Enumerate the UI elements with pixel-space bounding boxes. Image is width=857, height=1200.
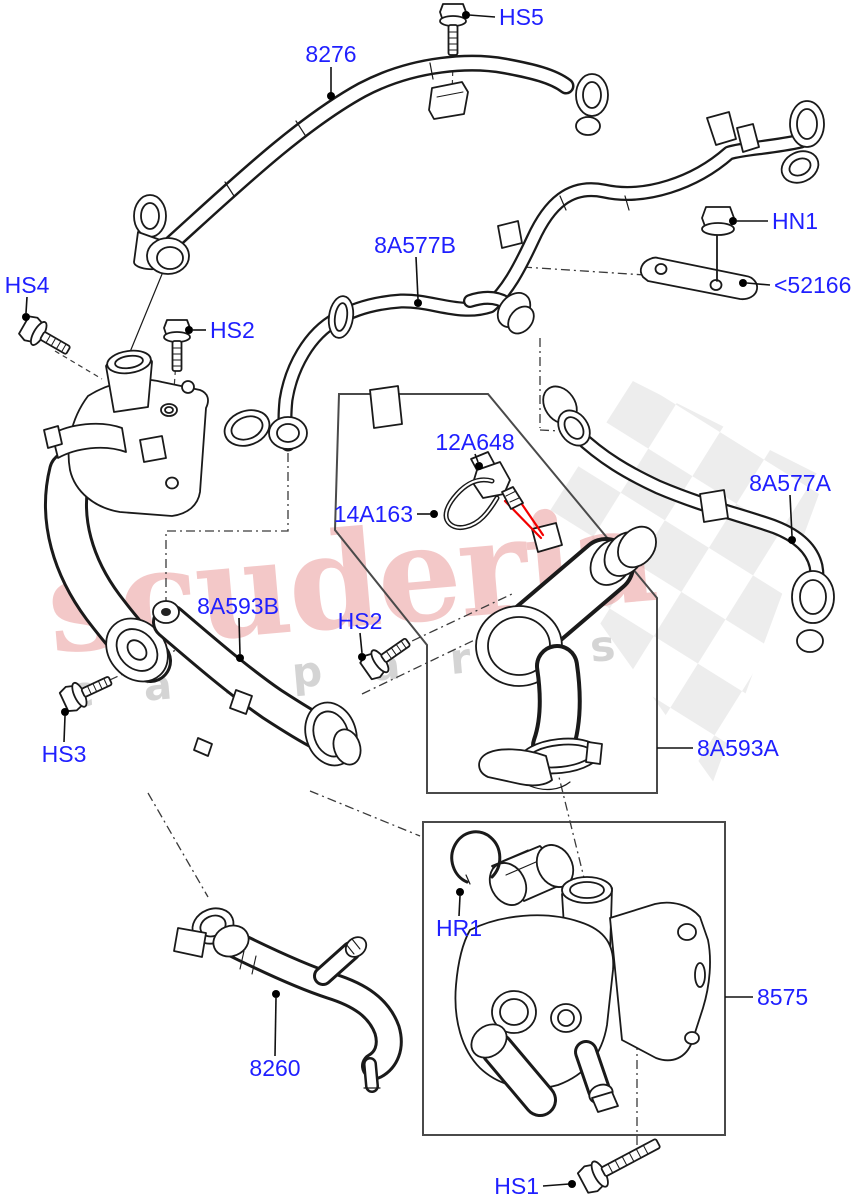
stub (193, 737, 213, 757)
leader-line-12a648 (474, 453, 479, 463)
mounting-bracket (609, 901, 711, 1062)
part-label-hs5[interactable]: HS5 (499, 4, 544, 30)
mounting-clamp (428, 81, 469, 120)
flange-hole (181, 380, 195, 394)
hose-8a577b (223, 100, 825, 452)
bolt-hs1 (575, 1129, 666, 1197)
leader-dot-hn1 (729, 217, 737, 225)
o-ring-hr1 (450, 830, 502, 885)
part-label-52166[interactable]: <52166 (774, 272, 851, 298)
part-label-hs2a[interactable]: HS2 (210, 317, 255, 343)
branch-tip (344, 936, 368, 958)
part-label-hs4[interactable]: HS4 (5, 272, 50, 298)
leader-dot-8a577a (788, 536, 796, 544)
end-clamp (212, 924, 250, 958)
thermostat-housing-8575 (454, 844, 711, 1117)
retainer-flag (173, 927, 207, 958)
hose-8276 (133, 54, 609, 275)
leader-line-52166 (746, 282, 771, 286)
subassembly-box-8575 (422, 821, 726, 1136)
leader-line-8a577b (415, 256, 419, 300)
part-label-14a163[interactable]: 14A163 (334, 501, 413, 527)
leader-dot-hr1 (456, 888, 464, 896)
leader-dot-14a163 (430, 510, 438, 518)
align-8a593b-to-8575 (309, 790, 421, 837)
hose-8260 (173, 907, 403, 1093)
leader-dot-hs3 (61, 708, 69, 716)
part-label-hn1[interactable]: HN1 (772, 208, 818, 234)
part-label-8276[interactable]: 8276 (305, 41, 356, 67)
leader-line-8a593b (238, 617, 241, 655)
align-hs2b-axis-1 (394, 593, 513, 650)
leader-line-hs4 (25, 296, 28, 314)
pipe-8a593b (152, 600, 362, 767)
bolt-axis-hs4 (54, 350, 103, 380)
part-label-8a577b[interactable]: 8A577B (374, 232, 456, 258)
part-label-hs1[interactable]: HS1 (494, 1173, 539, 1199)
checkered-flag-watermark (535, 381, 826, 782)
part-label-12a648[interactable]: 12A648 (435, 429, 514, 455)
leader-dot-hs2a (185, 326, 193, 334)
leader-line-hs3 (63, 715, 66, 743)
leader-dot-hs4 (22, 313, 30, 321)
part-label-8575[interactable]: 8575 (757, 984, 808, 1010)
clip-detail (229, 689, 253, 715)
tag (139, 435, 167, 463)
bracket-52166 (639, 256, 759, 301)
clamp-buckle (585, 741, 603, 765)
leader-line-8a577a (789, 494, 793, 537)
retainer-clip-14a163 (443, 477, 500, 530)
bolt-hs5 (439, 3, 467, 56)
bolt-axis-hs2a (172, 360, 177, 405)
connector-8a593a (475, 522, 657, 791)
leader-line-hs2b (359, 632, 363, 654)
leader-dot-hs1 (568, 1180, 576, 1188)
hose-segment-marks (224, 62, 434, 197)
part-label-8a593a[interactable]: 8A593A (697, 735, 780, 761)
align-bracket-52166 (522, 266, 646, 276)
leader-dot-8260 (272, 990, 280, 998)
water-outlet-pipe-assembly (43, 349, 209, 683)
hose-tag (699, 489, 729, 523)
nut-hn1 (701, 206, 735, 282)
leader-line-hs5 (468, 14, 496, 18)
foot-bracket (478, 748, 553, 787)
part-label-8a577a[interactable]: 8A577A (749, 470, 832, 496)
flange-hole (165, 476, 179, 490)
mounting-clips (706, 111, 760, 153)
leader-line-8260 (274, 997, 277, 1057)
part-label-hr1[interactable]: HR1 (436, 915, 482, 941)
leader-dot-8276 (327, 92, 335, 100)
leader-line-hs1 (542, 1183, 570, 1187)
clamp-band (51, 422, 127, 459)
leader-dot-8a593b (236, 654, 244, 662)
part-label-8a593b[interactable]: 8A593B (197, 593, 279, 619)
leader-line-hr1 (458, 895, 461, 917)
part-label-8260[interactable]: 8260 (249, 1055, 300, 1081)
hose-tag (497, 220, 523, 249)
part-label-hs3[interactable]: HS3 (42, 741, 87, 767)
align-8276-end (129, 261, 168, 353)
clamp-tab (43, 425, 63, 449)
subassembly-box-8a593a (333, 393, 658, 794)
align-8a577b-to-8a577a (539, 338, 561, 432)
leader-dot-hs5 (462, 11, 470, 19)
leader-dot-8a577b (414, 299, 422, 307)
leader-dot-hs2b (358, 653, 366, 661)
part-label-hs2b[interactable]: HS2 (338, 608, 383, 634)
align-8a577b-to-8a593b (165, 453, 289, 605)
leader-dot-12a648 (475, 462, 483, 470)
hose-8a577a (542, 385, 835, 653)
leader-dot-52166 (739, 279, 747, 287)
hose-tag (369, 385, 403, 429)
align-8a593b-to-8260 (147, 792, 209, 898)
